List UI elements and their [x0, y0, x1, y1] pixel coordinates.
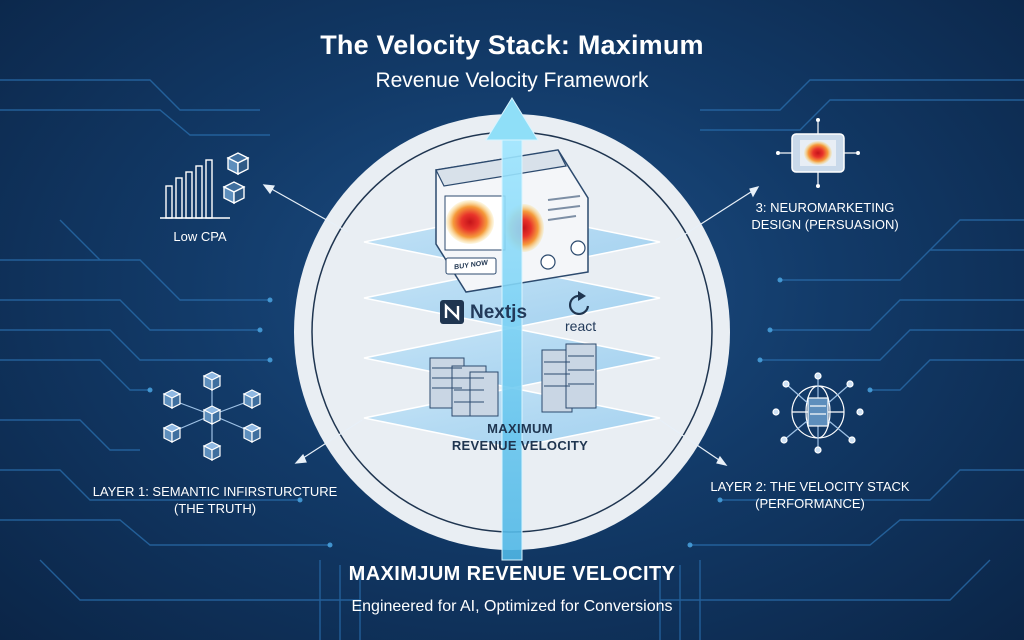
label-neuromarketing-line2: DESIGN (PERSUASION): [751, 217, 899, 232]
core-label-line2: REVENUE VELOCITY: [451, 438, 589, 453]
circuit-traces: [0, 79, 1024, 640]
page-subtitle: Revenue Velocity Framework: [375, 69, 649, 92]
label-layer1-line2: (THE TRUTH): [173, 501, 257, 516]
footer-tagline: Engineered for AI, Optimized for Convers…: [351, 598, 673, 615]
circuit-nodes: [147, 277, 873, 548]
label-layer1: LAYER 1: SEMANTIC INFIRSTURCTURE (THE TR…: [85, 483, 345, 517]
react-brand-label: react: [565, 318, 597, 334]
page-title: The Velocity Stack: Maximum: [320, 30, 704, 60]
server-rack-icon: [429, 357, 499, 417]
label-layer2: LAYER 2: THE VELOCITY STACK (PERFORMANCE…: [700, 478, 920, 512]
nextjs-brand-label: Nextjs: [470, 302, 528, 323]
react-refresh-icon: [568, 291, 590, 316]
cube-network-icon: [162, 371, 262, 461]
velocity-arrow-icon: [485, 97, 539, 561]
core-label-line1: MAXIMUM: [487, 421, 553, 436]
connector-lines: [262, 184, 760, 466]
label-neuromarketing-line1: 3: NEUROMARKETING: [755, 200, 895, 215]
label-layer2-line2: (PERFORMANCE): [755, 496, 865, 511]
nextjs-logo-icon: [440, 300, 464, 324]
chip-heatmap-icon: [776, 118, 860, 188]
label-neuromarketing: 3: NEUROMARKETING DESIGN (PERSUASION): [740, 199, 910, 233]
footer-headline: MAXIMJUM REVENUE VELOCITY: [348, 563, 676, 585]
label-low-cpa: Low CPA: [173, 229, 227, 244]
label-layer1-line1: LAYER 1: SEMANTIC INFIRSTURCTURE: [92, 484, 338, 499]
bar-chart-cubes-icon: [160, 152, 250, 219]
label-layer2-line1: LAYER 2: THE VELOCITY STACK: [710, 479, 910, 494]
server-tower-icon: [541, 343, 597, 413]
core-label: MAXIMUM REVENUE VELOCITY: [440, 420, 600, 454]
server-globe-icon: [772, 372, 864, 454]
